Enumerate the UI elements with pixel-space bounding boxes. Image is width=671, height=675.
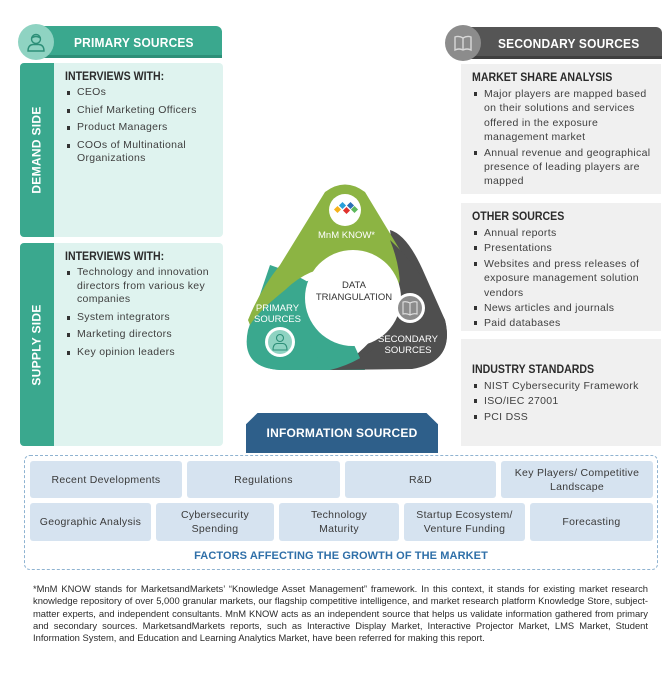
factor-regulations: Regulations [187, 461, 340, 498]
list-item: Major players are mapped based on their … [472, 87, 657, 145]
market-share-heading: MARKET SHARE ANALYSIS [472, 72, 613, 84]
factors-area [24, 455, 658, 570]
industry-standards-list: NIST Cybersecurity Framework ISO/IEC 270… [472, 379, 657, 424]
information-sourced-title: INFORMATION SOURCED [266, 426, 418, 440]
demand-side-tab: DEMAND SIDE [20, 63, 54, 237]
list-item: PCI DSS [472, 410, 657, 424]
mnm-logo-icon [333, 201, 359, 215]
factor-recent-developments: Recent Developments [30, 461, 182, 498]
list-item: Annual reports [472, 226, 657, 240]
mnm-know-label: MnM KNOW* [318, 230, 375, 241]
primary-sources-tri-label: PRIMARY SOURCES [254, 303, 301, 325]
demand-list: CEOs Chief Marketing Officers Product Ma… [65, 86, 219, 166]
other-sources-list: Annual reports Presentations Websites an… [472, 226, 657, 331]
list-item: ISO/IEC 27001 [472, 394, 657, 408]
market-share-list: Major players are mapped based on their … [472, 87, 657, 189]
center-circle [305, 250, 401, 346]
person-icon [272, 333, 288, 351]
factors-footer-label: FACTORS AFFECTING THE GROWTH OF THE MARK… [194, 550, 488, 562]
center-line-2: TRIANGULATION [315, 292, 393, 303]
list-item: System integrators [65, 311, 219, 325]
list-item: Websites and press releases of exposure … [472, 257, 657, 300]
demand-heading: INTERVIEWS WITH: [65, 71, 165, 83]
market-share-box: MARKET SHARE ANALYSIS Major players are … [461, 64, 661, 194]
list-item: Key opinion leaders [65, 346, 219, 360]
industry-standards-heading: INDUSTRY STANDARDS [472, 364, 595, 376]
secondary-sources-title: SECONDARY SOURCES [498, 36, 640, 51]
data-triangulation-diagram: MnM KNOW* DATA TRIANGULATION PRIMARY SOU… [240, 180, 450, 375]
list-item: Marketing directors [65, 328, 219, 342]
primary-sources-title: PRIMARY SOURCES [74, 35, 194, 50]
data-triangulation-label: DATA TRIANGULATION [308, 280, 400, 304]
demand-side-box: DEMAND SIDE INTERVIEWS WITH: CEOs Chief … [20, 63, 223, 237]
factor-cybersecurity-spending: Cybersecurity Spending [156, 503, 274, 541]
list-item: Paid databases [472, 316, 657, 330]
supply-side-tab: SUPPLY SIDE [20, 243, 54, 446]
supply-side-label: SUPPLY SIDE [30, 303, 44, 386]
list-item: Product Managers [65, 121, 219, 135]
person-icon [18, 24, 54, 60]
factor-geographic-analysis: Geographic Analysis [30, 503, 151, 541]
factor-key-players: Key Players/ Competitive Landscape [501, 461, 653, 498]
other-sources-heading: OTHER SOURCES [472, 211, 565, 223]
mnm-segment [248, 184, 402, 325]
book-icon [402, 301, 418, 316]
demand-side-label: DEMAND SIDE [30, 106, 44, 194]
footnote: *MnM KNOW stands for MarketsandMarkets’ … [33, 583, 648, 644]
factor-startup-ecosystem: Startup Ecosystem/ Venture Funding [404, 503, 525, 541]
other-sources-box: OTHER SOURCES Annual reports Presentatio… [461, 203, 661, 331]
supply-heading: INTERVIEWS WITH: [65, 251, 165, 263]
factor-forecasting: Forecasting [530, 503, 653, 541]
secondary-label-line-1: SECONDARY [378, 334, 439, 345]
supply-side-box: SUPPLY SIDE INTERVIEWS WITH: Technology … [20, 243, 223, 446]
list-item: News articles and journals [472, 301, 657, 315]
list-item: COOs of Multinational Organizations [65, 139, 219, 166]
information-sourced-tab [246, 413, 438, 453]
list-item: Technology and innovation directors from… [65, 266, 219, 307]
list-item: Annual revenue and geographical presence… [472, 146, 657, 189]
list-item: Chief Marketing Officers [65, 104, 219, 118]
secondary-label-line-2: SOURCES [384, 345, 432, 356]
industry-standards-box: INDUSTRY STANDARDS NIST Cybersecurity Fr… [461, 339, 661, 446]
factor-technology-maturity: Technology Maturity [279, 503, 399, 541]
primary-label-line-1: PRIMARY [255, 303, 300, 314]
supply-list: Technology and innovation directors from… [65, 266, 219, 360]
factor-r-and-d: R&D [345, 461, 496, 498]
secondary-sources-header: SECONDARY SOURCES [463, 27, 662, 59]
list-item: NIST Cybersecurity Framework [472, 379, 657, 393]
center-line-1: DATA [342, 280, 366, 291]
primary-label-line-2: SOURCES [254, 314, 301, 325]
list-item: CEOs [65, 86, 219, 100]
secondary-sources-tri-label: SECONDARY SOURCES [378, 334, 438, 356]
book-icon [445, 25, 481, 61]
primary-sources-header: PRIMARY SOURCES [40, 26, 222, 58]
list-item: Presentations [472, 241, 657, 255]
